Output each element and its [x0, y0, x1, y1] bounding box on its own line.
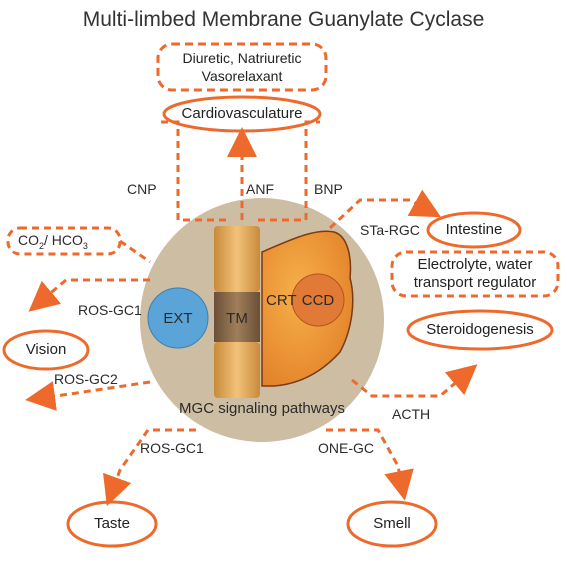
electrolyte-line-2: transport regulator — [413, 274, 537, 291]
ext-circle — [147, 287, 209, 349]
acth-label: ACTH — [392, 406, 431, 422]
cardiovasculature-label: Cardiovasculature — [181, 105, 303, 122]
effect-line-1: Diuretic, Natriuretic — [182, 50, 302, 66]
smell-oval — [346, 500, 438, 548]
diagram-title: Multi-limbed Membrane Guanylate Cyclase — [82, 8, 485, 31]
co2-text: CO — [18, 232, 39, 248]
rosgc1-bottom-label: ROS-GC1 — [140, 440, 204, 456]
intestine-label: Intestine — [445, 221, 503, 238]
rosgc1-left-label: ROS-GC1 — [78, 302, 142, 318]
steroid-label: Steroidogenesis — [426, 321, 534, 338]
onegc-label: ONE-GC — [318, 440, 374, 456]
pillar-middle — [214, 292, 260, 342]
rosgc1-left-arrow — [28, 278, 150, 312]
rosgc2-left-label: ROS-GC2 — [54, 371, 118, 387]
co2-box — [6, 226, 122, 256]
bnp-label: BNP — [314, 181, 343, 197]
effect-box — [156, 42, 328, 92]
intestine-oval — [426, 211, 522, 249]
electrolyte-box — [390, 250, 560, 298]
taste-label: Taste — [94, 515, 130, 532]
effect-line-2: Vasorelaxant — [201, 68, 283, 84]
co2-to-core-arrow — [119, 239, 151, 264]
electrolyte-line-1: Electrolyte, water — [417, 256, 533, 273]
vision-oval — [2, 329, 90, 371]
crt-label: CRT — [266, 292, 297, 309]
smell-arrow — [326, 428, 414, 501]
ccd-circle — [291, 273, 345, 327]
co2-subscript: 2 — [39, 240, 45, 251]
electrolyte-text: Electrolyte, water transport regulator — [392, 256, 558, 292]
ext-label: EXT — [163, 310, 193, 327]
bnp-arrow — [258, 120, 320, 222]
starg-label: STa-RGC — [360, 222, 420, 238]
co2-label: CO2/ HCO3 — [18, 232, 88, 251]
starg-arrow — [328, 189, 442, 230]
taste-oval — [66, 500, 158, 548]
smell-label: Smell — [373, 515, 411, 532]
ccd-label: CCD — [301, 292, 335, 309]
hco3-text: / HCO — [44, 232, 83, 248]
tm-label: TM — [226, 310, 248, 327]
hco3-subscript: 3 — [82, 240, 88, 251]
steroid-oval — [406, 309, 554, 351]
vision-label: Vision — [25, 341, 67, 358]
cnp-label: CNP — [127, 181, 157, 197]
anf-label: ANF — [246, 181, 274, 197]
taste-arrow — [103, 428, 196, 507]
acth-arrow — [351, 364, 478, 398]
core-caption: MGC signaling pathways — [179, 400, 345, 417]
effect-text: Diuretic, Natriuretic Vasorelaxant — [158, 49, 326, 85]
pillar-bottom — [214, 342, 260, 398]
cnp-arrow — [160, 120, 226, 222]
pillar-top — [214, 226, 260, 292]
rosgc2-left-arrow — [25, 380, 151, 411]
